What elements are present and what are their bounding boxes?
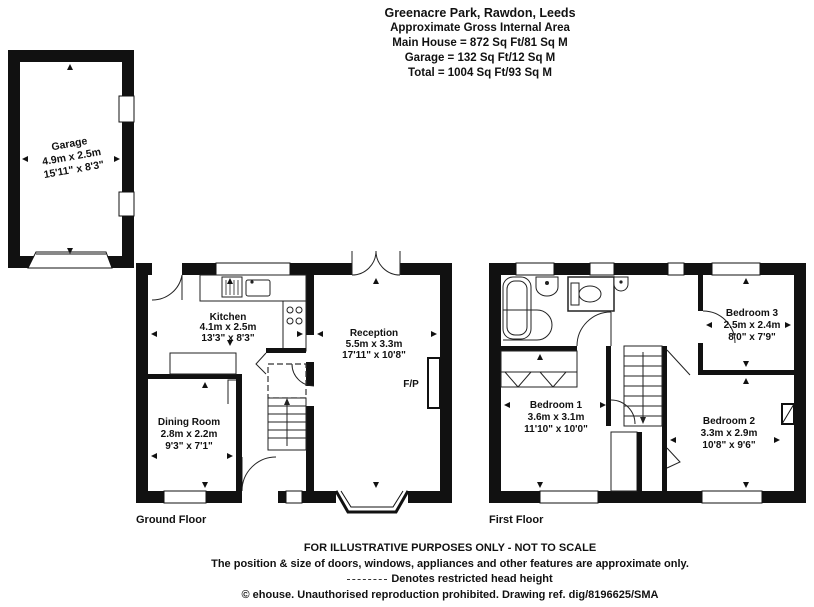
header: Greenacre Park, Rawdon, Leeds Approximat… xyxy=(300,6,660,81)
svg-text:17'11" x 10'8": 17'11" x 10'8" xyxy=(342,350,406,361)
svg-text:Dining Room: Dining Room xyxy=(158,417,220,428)
fireplace-label: F/P xyxy=(403,379,419,390)
svg-text:4.1m x 2.5m: 4.1m x 2.5m xyxy=(200,322,257,333)
svg-text:3.3m x 2.9m: 3.3m x 2.9m xyxy=(701,428,758,439)
restricted-height-key: Denotes restricted head height xyxy=(170,572,730,588)
reception-label: Reception 5.5m x 3.3m 17'11" x 10'8" xyxy=(342,328,406,361)
ground-floor-label: Ground Floor xyxy=(136,514,207,526)
first-floor-label: First Floor xyxy=(489,514,544,526)
ground-floor-stairs xyxy=(267,397,307,451)
kitchen-label: Kitchen 4.1m x 2.5m 13'3" x 8'3" xyxy=(200,312,257,344)
dashed-line-key-icon xyxy=(347,578,388,580)
total-area: Total = 1004 Sq Ft/93 Sq M xyxy=(408,67,552,79)
svg-text:5.5m x 3.3m: 5.5m x 3.3m xyxy=(346,339,403,350)
svg-text:9'3" x 7'1": 9'3" x 7'1" xyxy=(165,441,213,452)
approximation-note: The position & size of doors, windows, a… xyxy=(211,557,689,570)
first-floor-plan: Bedroom 3 2.5m x 2.4m 8'0" x 7'9" Bedroo… xyxy=(489,262,806,504)
svg-text:13'3" x 8'3": 13'3" x 8'3" xyxy=(201,333,254,344)
svg-text:Bedroom 1: Bedroom 1 xyxy=(530,400,583,411)
footer: FOR ILLUSTRATIVE PURPOSES ONLY - NOT TO … xyxy=(170,541,730,603)
ground-floor-plan: Kitchen 4.1m x 2.5m 13'3" x 8'3" Recepti… xyxy=(136,250,452,514)
svg-text:8'0" x 7'9": 8'0" x 7'9" xyxy=(728,332,776,343)
first-floor-stairs xyxy=(623,345,663,427)
svg-text:Bedroom 2: Bedroom 2 xyxy=(703,416,756,427)
bedroom-3-label: Bedroom 3 2.5m x 2.4m 8'0" x 7'9" xyxy=(724,308,781,343)
svg-text:Kitchen: Kitchen xyxy=(210,312,247,323)
svg-text:Reception: Reception xyxy=(350,328,398,339)
svg-text:2.5m x 2.4m: 2.5m x 2.4m xyxy=(724,320,781,331)
svg-text:Bedroom 3: Bedroom 3 xyxy=(726,308,779,319)
property-title: Greenacre Park, Rawdon, Leeds xyxy=(384,6,576,20)
dining-room-label: Dining Room 2.8m x 2.2m 9'3" x 7'1" xyxy=(158,417,220,452)
disclaimer: FOR ILLUSTRATIVE PURPOSES ONLY - NOT TO … xyxy=(303,542,597,554)
garage-plan: Garage 4.9m x 2.5m 15'11" x 8'3" xyxy=(8,50,135,269)
svg-text:3.6m x 3.1m: 3.6m x 3.1m xyxy=(528,412,585,423)
garage-area: Garage = 132 Sq Ft/12 Sq M xyxy=(404,52,556,64)
svg-text:10'8" x 9'6": 10'8" x 9'6" xyxy=(702,440,755,451)
restricted-height-text: Denotes restricted head height xyxy=(391,573,553,585)
copyright: © ehouse. Unauthorised reproduction proh… xyxy=(241,588,659,601)
bedroom-2-label: Bedroom 2 3.3m x 2.9m 10'8" x 9'6" xyxy=(701,416,758,451)
bedroom-1-label: Bedroom 1 3.6m x 3.1m 11'10" x 10'0" xyxy=(524,400,588,435)
main-house-area: Main House = 872 Sq Ft/81 Sq M xyxy=(392,37,568,49)
svg-text:11'10" x 10'0": 11'10" x 10'0" xyxy=(524,424,588,435)
svg-text:2.8m x 2.2m: 2.8m x 2.2m xyxy=(161,429,218,440)
area-subtitle: Approximate Gross Internal Area xyxy=(390,22,570,34)
